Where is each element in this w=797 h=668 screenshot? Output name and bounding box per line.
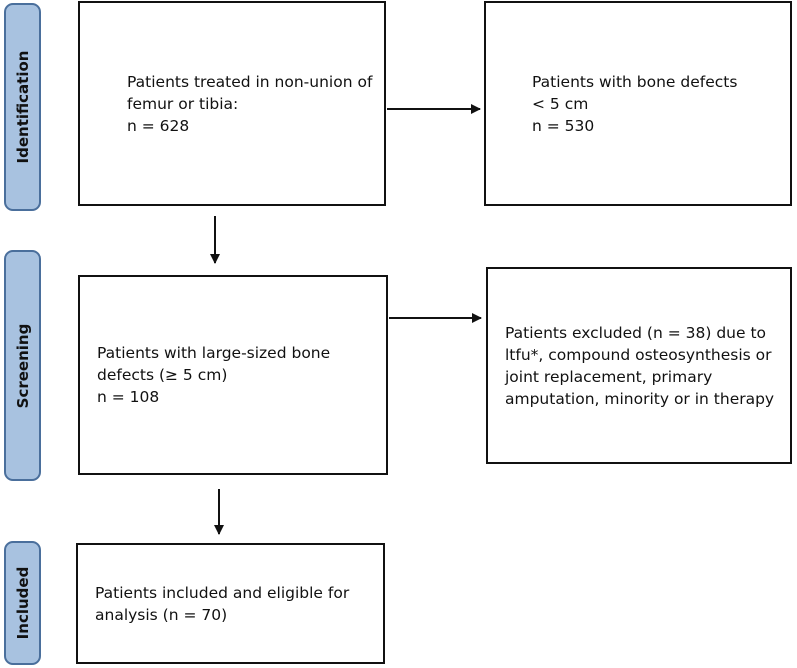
box-small-defects-line-3: n = 530	[532, 116, 595, 135]
box-treated-line-2: femur or tibia:	[127, 94, 239, 113]
box-treated-line-3: n = 628	[127, 116, 190, 135]
box-included: Patients included and eligible for analy…	[76, 543, 385, 664]
box-small-defects-line-1: Patients with bone defects	[532, 72, 738, 91]
stage-screening: Screening	[4, 250, 41, 481]
box-excluded-line-2: ltfu*, compound osteosynthesis or	[505, 345, 772, 364]
box-excluded-line-1: Patients excluded (n = 38) due to	[505, 323, 767, 342]
box-large-defects-line-3: n = 108	[97, 388, 160, 406]
box-treated-line-1: Patients treated in non-union of	[127, 72, 373, 91]
stage-identification: Identification	[4, 3, 41, 211]
box-excluded-line-3: joint replacement, primary	[505, 367, 713, 386]
stage-included: Included	[4, 541, 41, 665]
box-large-defects: Patients with large-sized bone defects (…	[78, 275, 388, 475]
box-excluded-line-4: amputation, minority or in therapy	[505, 389, 775, 408]
box-small-defects-line-2: < 5 cm	[532, 94, 589, 113]
box-included-line-2: analysis (n = 70)	[95, 605, 228, 624]
box-included-line-1: Patients included and eligible for	[95, 583, 350, 602]
box-large-defects-line-1: Patients with large-sized bone	[97, 344, 331, 362]
box-large-defects-line-2: defects (≥ 5 cm)	[97, 366, 228, 384]
box-small-defects: Patients with bone defects < 5 cm n = 53…	[484, 1, 792, 206]
box-treated: Patients treated in non-union of femur o…	[78, 1, 386, 206]
box-excluded: Patients excluded (n = 38) due to ltfu*,…	[486, 267, 792, 464]
